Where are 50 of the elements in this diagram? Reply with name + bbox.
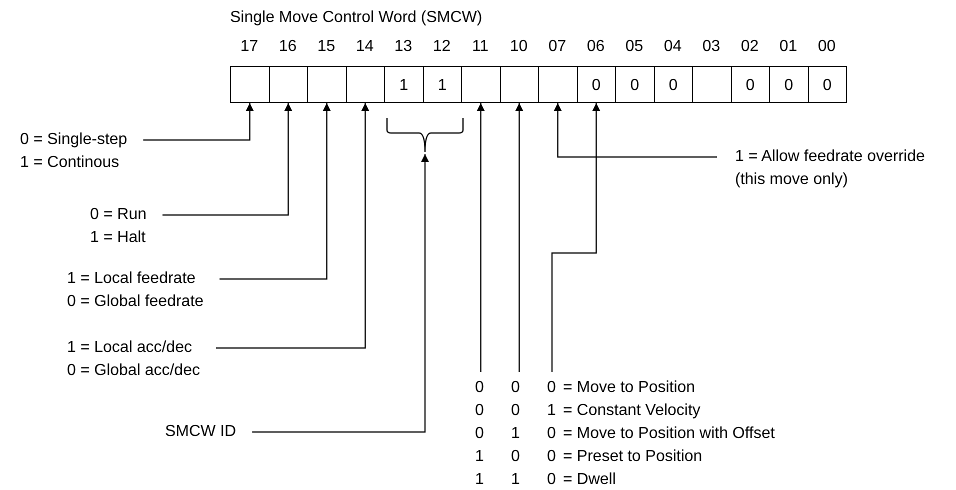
leader-arrow: [476, 103, 485, 372]
table-row-text: 1 1 0 = Dwell: [475, 470, 617, 490]
table-row-text: 0 0 1 = Constant Velocity: [475, 401, 702, 421]
leader-arrow: [216, 103, 370, 349]
option-text: 0 = Run: [90, 205, 146, 225]
bit-cell: 0: [654, 66, 693, 103]
option-text: 1 = Local acc/dec: [67, 338, 193, 358]
option-text: 1 = Halt: [90, 228, 146, 248]
table-row-text: 0 1 0 = Move to Position with Offset: [475, 424, 775, 444]
bit-number: 13: [393, 37, 414, 57]
option-text: 0 = Global feedrate: [67, 292, 204, 312]
option-text: 0 = Global acc/dec: [67, 361, 200, 381]
option-text: 1 = Local feedrate: [67, 269, 197, 289]
bit-cell: 0: [808, 66, 847, 103]
bit-number: 00: [816, 37, 837, 57]
bit-number: 01: [778, 37, 798, 57]
bit-number: 03: [701, 37, 722, 57]
table-row-text: 1 0 0 = Preset to Position: [475, 447, 704, 467]
bit-cell: 0: [576, 66, 616, 103]
bit-cell: 1: [422, 66, 462, 103]
leader-arrow: [220, 103, 331, 280]
leader-arrow: [515, 103, 524, 372]
bit-number: 12: [432, 37, 452, 57]
option-text: SMCW ID: [165, 420, 236, 443]
bit-number: 05: [624, 37, 644, 57]
leader-arrow: [551, 103, 600, 372]
bit-number: 04: [662, 37, 683, 57]
bit-cell: 0: [615, 66, 654, 103]
brace: [386, 118, 464, 154]
bit-number: 11: [470, 37, 490, 57]
leader-arrow: [143, 103, 254, 141]
bit-number: 07: [547, 37, 568, 57]
leader-arrow: [252, 154, 429, 433]
option-text: 1 = Continous: [20, 153, 120, 173]
bit-number: 02: [740, 37, 760, 57]
diagram-title: Single Move Control Word (SMCW): [230, 9, 482, 27]
bit-cell: 1: [384, 66, 424, 103]
option-text: 0 = Single-step: [20, 130, 128, 150]
table-row-text: 0 0 0 = Move to Position: [475, 378, 696, 398]
bit-number: 14: [354, 37, 375, 57]
bit-number: 16: [278, 37, 298, 57]
bit-number: 06: [586, 37, 606, 57]
bit-number: 10: [508, 37, 529, 57]
leader-arrow: [554, 103, 717, 158]
option-text: 1 = Allow feedrate override (this move only): [735, 145, 927, 191]
bit-number: 15: [316, 37, 336, 57]
bit-number: 17: [239, 37, 260, 57]
bit-cell: 0: [730, 66, 770, 103]
leader-arrow: [162, 103, 292, 216]
bit-cell: 0: [769, 66, 808, 103]
